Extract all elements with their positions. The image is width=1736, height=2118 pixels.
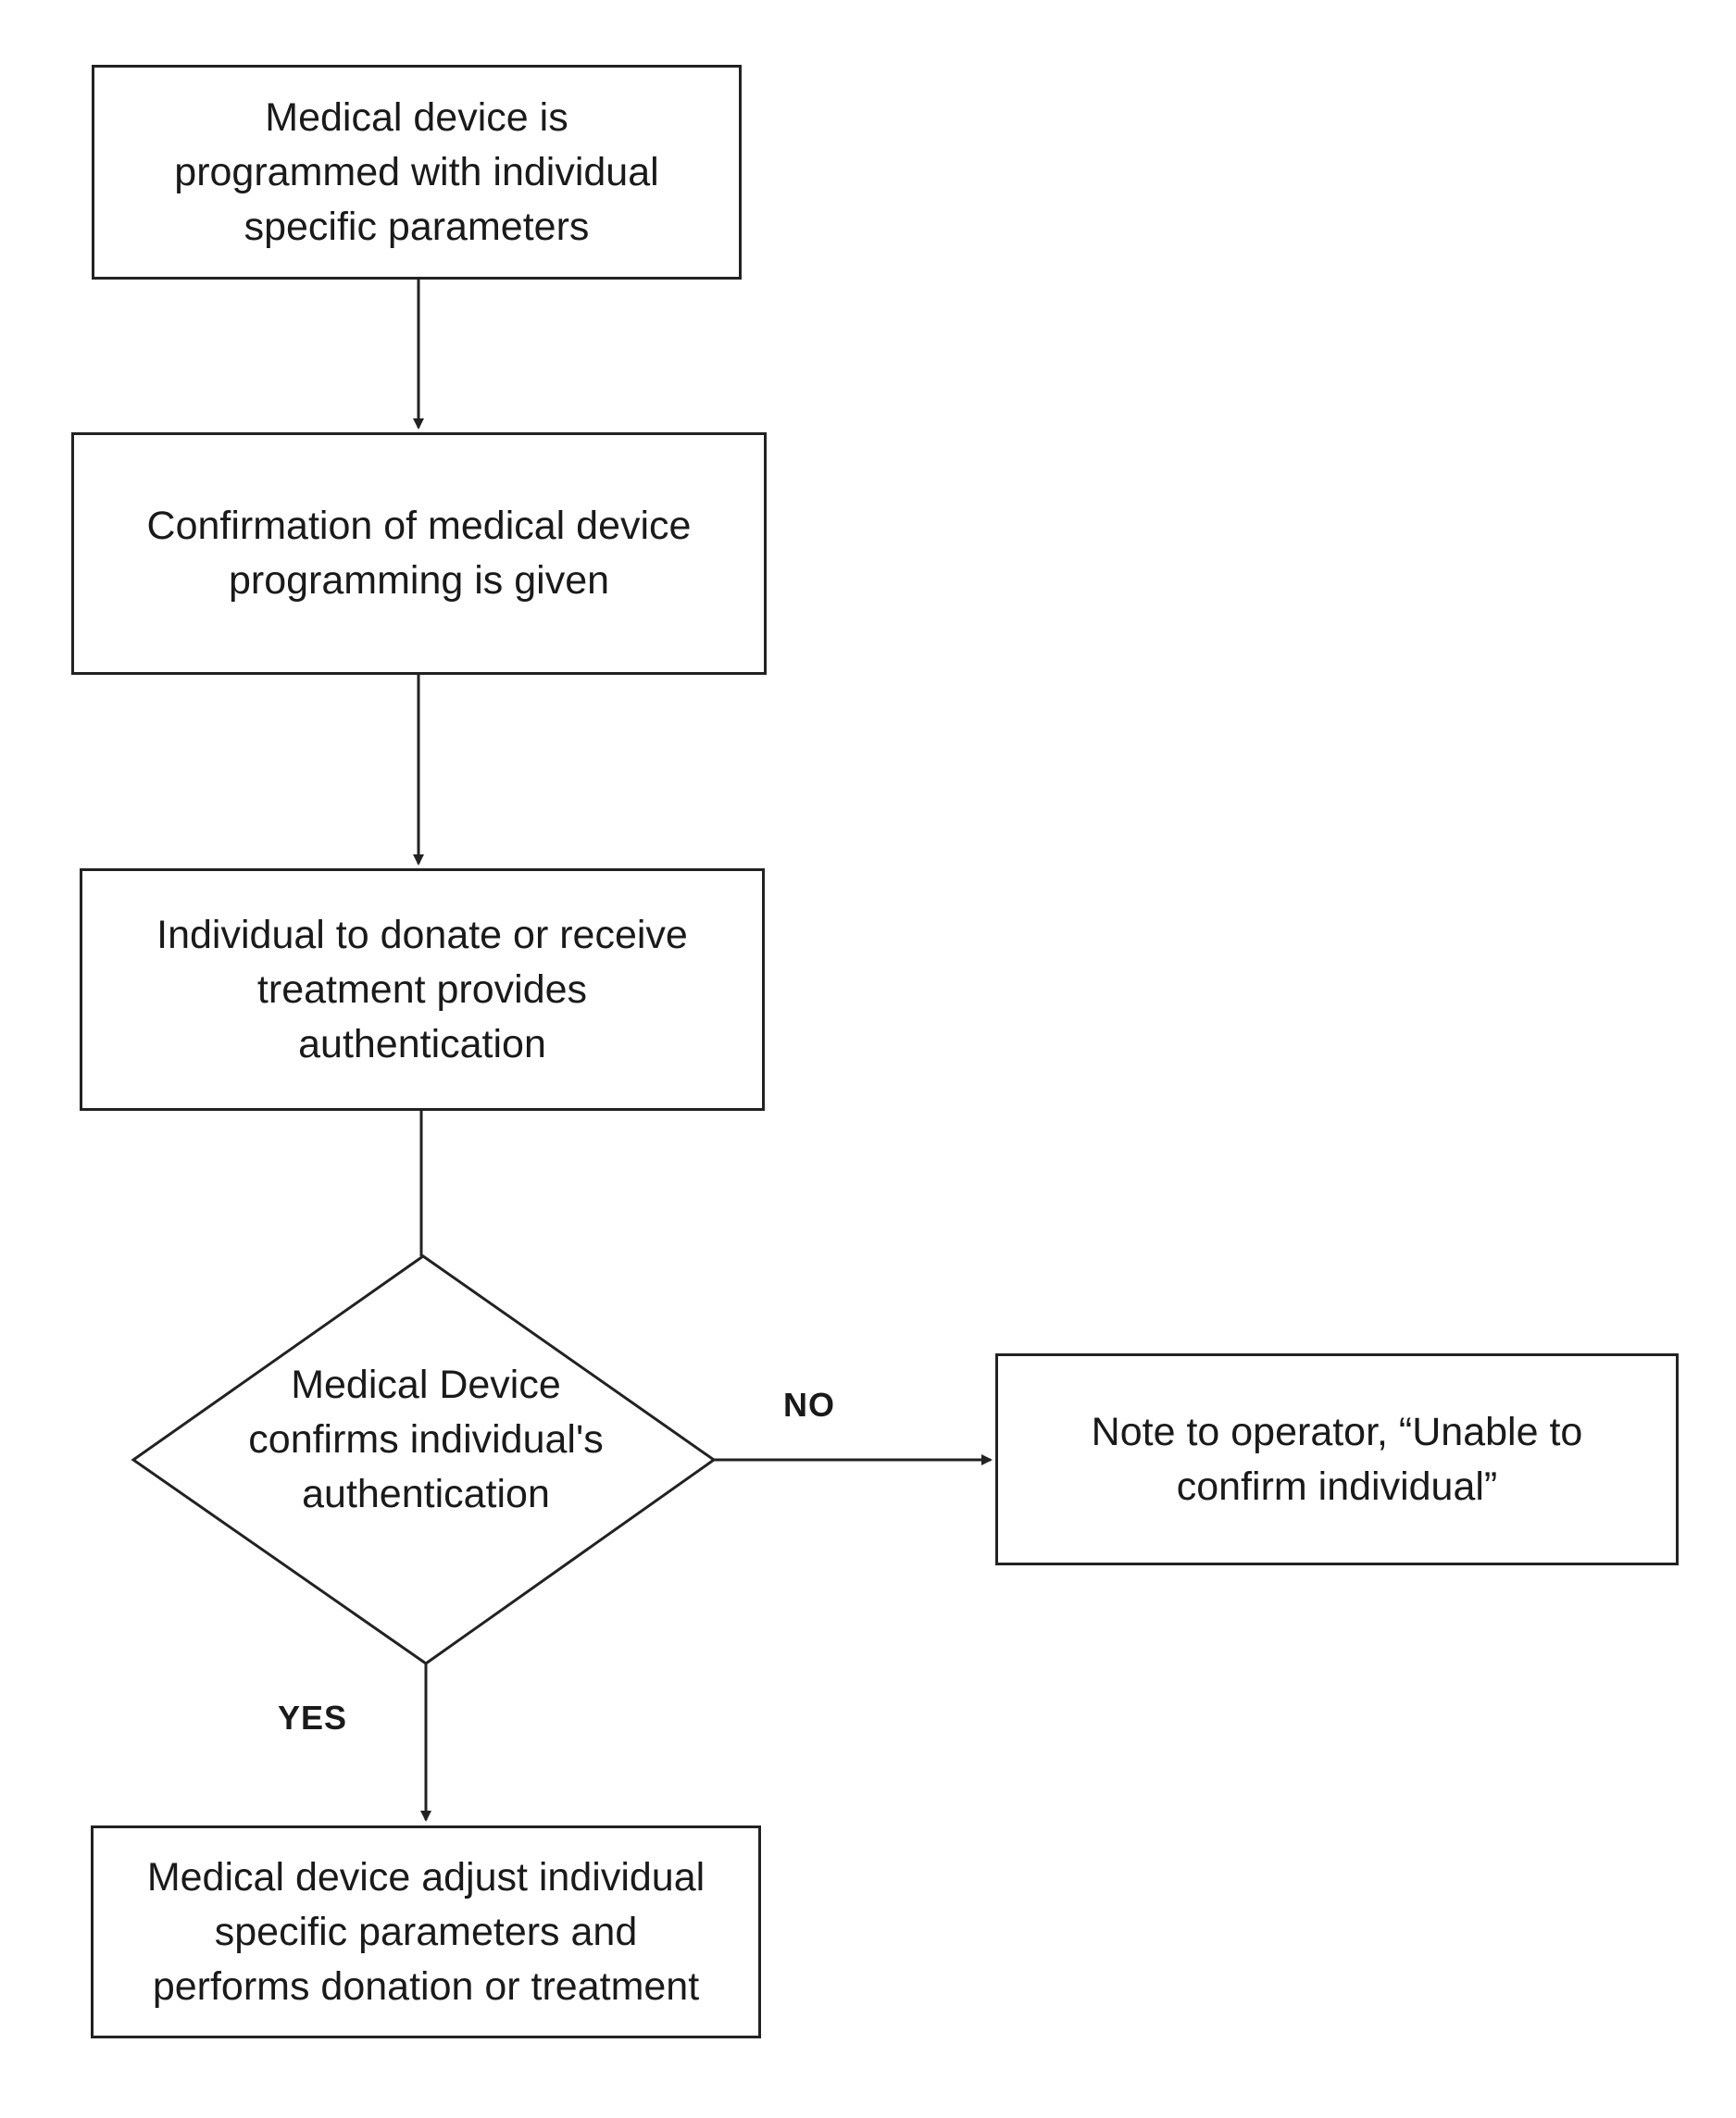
node-confirm-programming: Confirmation of medical device programmi… (71, 432, 767, 675)
node-note-operator-label: Note to operator, “Unable to confirm ind… (1092, 1405, 1583, 1514)
edge-label-yes: YES (278, 1699, 347, 1738)
node-confirm-programming-label: Confirmation of medical device programmi… (147, 499, 692, 608)
node-program-label: Medical device is programmed with indivi… (174, 91, 658, 255)
node-authentication-label: Individual to donate or receive treatmen… (156, 908, 688, 1072)
node-perform-label: Medical device adjust individual specifi… (147, 1850, 705, 2014)
node-note-operator: Note to operator, “Unable to confirm ind… (995, 1353, 1679, 1565)
edge-label-no: NO (783, 1386, 835, 1425)
node-program: Medical device is programmed with indivi… (92, 65, 742, 280)
node-decision-label: Medical Device confirms individual's aut… (185, 1333, 667, 1546)
node-perform: Medical device adjust individual specifi… (91, 1825, 761, 2038)
node-authentication: Individual to donate or receive treatmen… (80, 868, 765, 1111)
